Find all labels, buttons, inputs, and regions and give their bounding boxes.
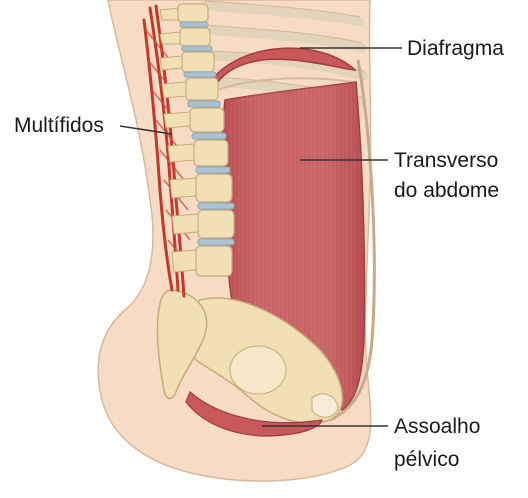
label-assoalho-line2: pélvico — [394, 446, 459, 474]
label-diafragma: Diafragma — [407, 35, 504, 63]
label-assoalho-line1: Assoalho — [394, 413, 480, 441]
label-transverso-line1: Transverso — [394, 147, 498, 175]
label-transverso-line2: do abdome — [394, 177, 499, 205]
label-multifidos: Multífidos — [14, 112, 104, 140]
